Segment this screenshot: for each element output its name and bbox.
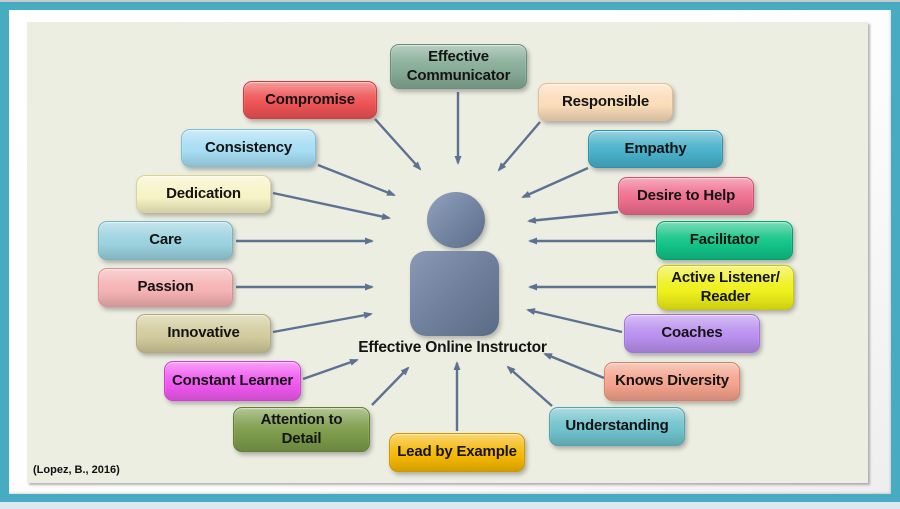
node-desire-to-help: Desire to Help	[618, 177, 754, 215]
node-passion: Passion	[98, 268, 233, 307]
node-label: Active Listener/ Reader	[671, 268, 780, 305]
node-coaches: Coaches	[624, 314, 760, 353]
top-edge-strip	[0, 0, 900, 2]
node-dedication: Dedication	[136, 175, 271, 213]
node-active-listener-reader: Active Listener/ Reader	[657, 265, 794, 310]
node-label: Facilitator	[689, 231, 760, 249]
node-consistency: Consistency	[181, 129, 316, 167]
person-body-icon	[410, 251, 499, 336]
person-head-icon	[427, 192, 485, 248]
center-label: Effective Online Instructor	[358, 339, 547, 356]
node-compromise: Compromise	[243, 81, 377, 119]
node-label: Effective Communicator	[406, 47, 511, 84]
node-label: Compromise	[265, 90, 355, 108]
node-label: Desire to Help	[636, 186, 736, 204]
node-label: Knows Diversity	[615, 372, 729, 390]
node-empathy: Empathy	[588, 130, 723, 168]
bottom-edge-strip	[0, 502, 900, 509]
node-label: Attention to Detail	[260, 410, 343, 447]
node-label: Responsible	[562, 92, 649, 110]
node-constant-learner: Constant Learner	[164, 361, 301, 401]
node-label: Dedication	[166, 184, 241, 202]
citation-text: (Lopez, B., 2016)	[33, 464, 120, 476]
node-innovative: Innovative	[136, 314, 271, 353]
node-knows-diversity: Knows Diversity	[604, 362, 740, 401]
node-label: Empathy	[624, 139, 687, 157]
node-responsible: Responsible	[538, 83, 673, 121]
node-effective-communicator: Effective Communicator	[390, 44, 527, 89]
node-lead-by-example: Lead by Example	[389, 433, 525, 472]
node-attention-to-detail: Attention to Detail	[233, 407, 370, 452]
node-care: Care	[98, 221, 233, 260]
node-label: Consistency	[205, 138, 292, 156]
node-label: Understanding	[565, 417, 669, 435]
node-label: Coaches	[661, 324, 723, 342]
node-label: Passion	[137, 278, 194, 296]
node-label: Lead by Example	[397, 443, 517, 461]
node-label: Care	[149, 231, 182, 249]
node-label: Innovative	[167, 324, 240, 342]
node-understanding: Understanding	[549, 407, 685, 446]
node-label: Constant Learner	[172, 371, 293, 389]
node-facilitator: Facilitator	[656, 221, 793, 260]
